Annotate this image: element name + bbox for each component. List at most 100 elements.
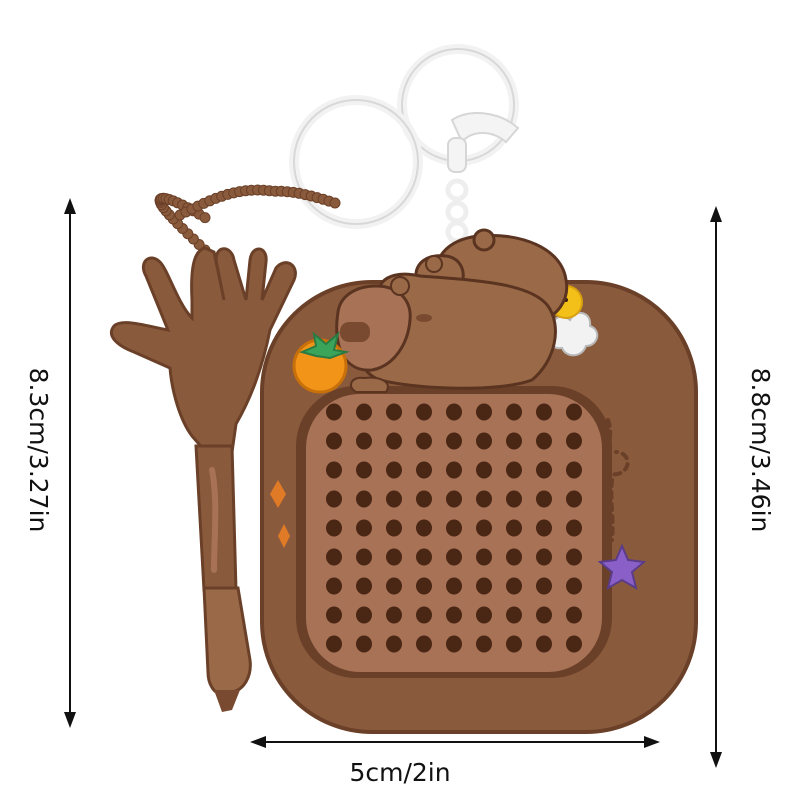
carrot-leaf <box>299 331 350 360</box>
bead-hole <box>356 606 372 624</box>
width-bottom-label: 5cm/2in <box>349 758 451 787</box>
bead-hole <box>326 461 342 479</box>
bead-hole <box>506 403 522 421</box>
bead-hole <box>416 461 432 479</box>
bead-hole <box>356 548 372 566</box>
bead-hole <box>536 490 552 508</box>
bead-hole <box>356 635 372 653</box>
maze-console <box>260 280 698 734</box>
capybara-snout <box>340 322 370 342</box>
capybara-baby-ear <box>425 255 443 273</box>
bead-hole <box>386 635 402 653</box>
bead-hole <box>446 490 462 508</box>
bead-hole <box>566 606 582 624</box>
bead-hole <box>326 403 342 421</box>
bead-hole <box>506 548 522 566</box>
bead-hole <box>326 606 342 624</box>
pen-tip <box>214 690 240 712</box>
bead-hole <box>356 432 372 450</box>
height-left-arrowhead-top <box>64 198 76 214</box>
bead-hole <box>476 432 492 450</box>
hand-stylus <box>110 246 297 712</box>
bead-hole <box>536 577 552 595</box>
bead-hole <box>416 548 432 566</box>
bead-hole <box>386 548 402 566</box>
bead-hole <box>476 548 492 566</box>
bead-hole <box>386 606 402 624</box>
bead-hole <box>566 635 582 653</box>
bead-hole <box>476 461 492 479</box>
bead-hole <box>386 490 402 508</box>
bead-hole <box>536 635 552 653</box>
capybara-paw <box>349 376 389 393</box>
bead-hole <box>356 577 372 595</box>
bead-hole <box>566 577 582 595</box>
bead-hole <box>506 519 522 537</box>
capybara-main-ear <box>390 276 410 296</box>
bead-hole <box>566 403 582 421</box>
bead-hole <box>536 432 552 450</box>
bead-hole <box>386 403 402 421</box>
height-left-label: 8.3cm/3.27in <box>24 367 53 533</box>
bead-hole <box>476 635 492 653</box>
bead-hole <box>416 606 432 624</box>
clasp-link-2 <box>445 200 469 224</box>
bead-hole <box>386 461 402 479</box>
bead-hole <box>536 403 552 421</box>
bead-hole <box>356 490 372 508</box>
orange-diamond-small <box>278 524 290 548</box>
bead-hole <box>446 577 462 595</box>
bead-hole <box>446 432 462 450</box>
split-ring-left-edge <box>293 99 419 225</box>
dotted-path-decoration <box>602 418 630 542</box>
purple-star-sticker <box>597 543 647 591</box>
bead-hole <box>446 403 462 421</box>
bead-hole <box>446 461 462 479</box>
bead-hole <box>326 432 342 450</box>
bead-hole <box>566 432 582 450</box>
width-arrowhead-right <box>644 736 660 748</box>
bead-hole <box>536 519 552 537</box>
bead-hole <box>566 490 582 508</box>
bead-hole <box>386 577 402 595</box>
capybara-closed-eye <box>416 314 432 322</box>
bead-hole <box>506 432 522 450</box>
bead-hole <box>416 635 432 653</box>
pen-grip <box>202 586 252 696</box>
bead-hole <box>416 519 432 537</box>
bead-hole <box>506 461 522 479</box>
ball-chain <box>154 184 341 256</box>
bead-hole <box>326 490 342 508</box>
bead-hole <box>476 403 492 421</box>
bead-holes <box>326 403 582 653</box>
height-right-arrowhead-top <box>710 206 722 222</box>
bead-hole <box>506 606 522 624</box>
bead-hole <box>476 519 492 537</box>
bead-hole <box>326 577 342 595</box>
bead-hole <box>566 519 582 537</box>
capybara-figures <box>292 228 569 394</box>
bead-hole <box>416 432 432 450</box>
bead-hole <box>326 635 342 653</box>
bead-hole <box>356 403 372 421</box>
bead-hole <box>416 577 432 595</box>
bead-hole <box>446 635 462 653</box>
bead-hole <box>476 577 492 595</box>
pen-clip <box>209 467 219 573</box>
orange-diamond-large <box>270 480 286 508</box>
clasp-body <box>447 137 467 173</box>
capybara-main-head <box>335 284 412 372</box>
dimension-arrows <box>64 198 722 768</box>
bead-hole <box>416 403 432 421</box>
bead-hole <box>386 519 402 537</box>
chain-bead <box>199 212 211 224</box>
bead-hole <box>326 548 342 566</box>
bead-hole <box>506 490 522 508</box>
bead-hole <box>356 461 372 479</box>
bead-hole <box>536 548 552 566</box>
clasp-link-1 <box>445 178 469 202</box>
bead-hole <box>386 432 402 450</box>
chain-bead <box>329 197 341 209</box>
